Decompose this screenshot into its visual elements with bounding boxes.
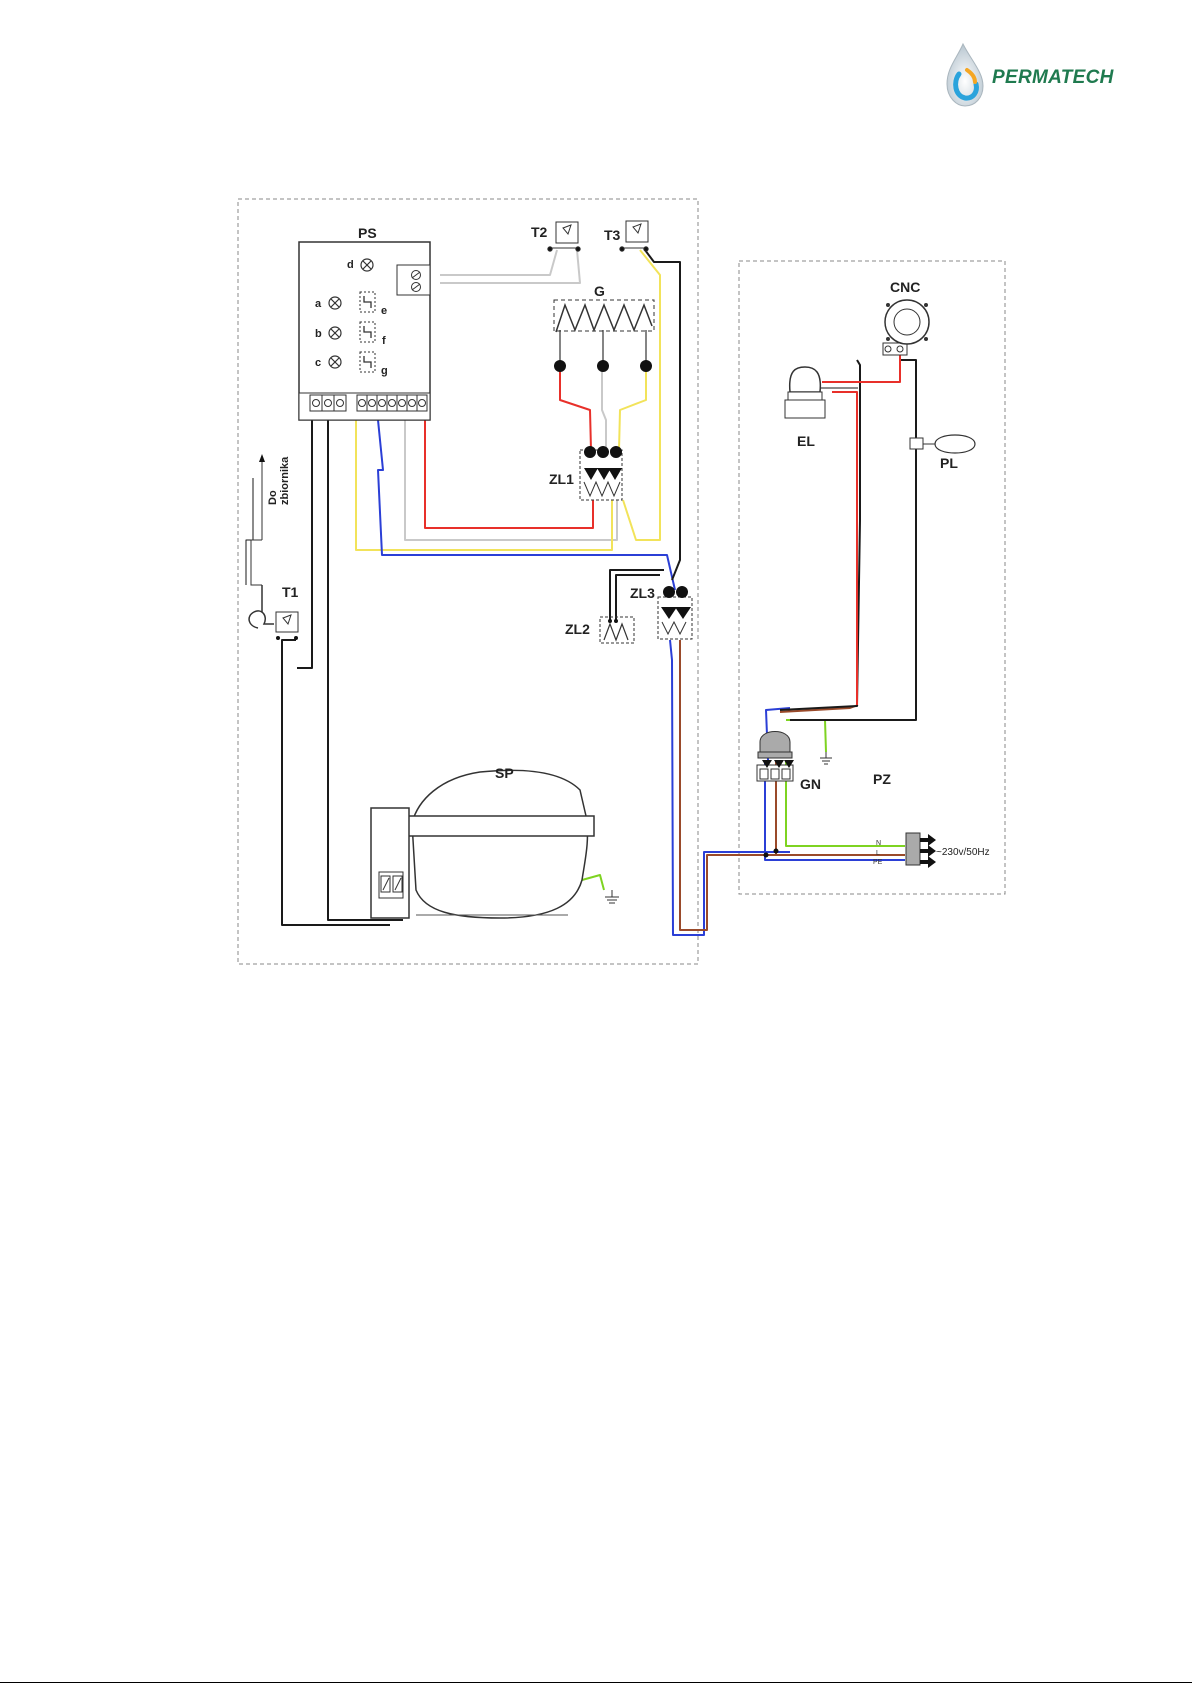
ground-icon xyxy=(820,752,832,764)
label-ps: PS xyxy=(358,225,377,241)
label-ind-d: d xyxy=(347,259,354,271)
label-sw-g: g xyxy=(381,365,388,377)
ground-icon xyxy=(605,890,619,903)
thermostat-t3 xyxy=(620,221,648,251)
label-g: G xyxy=(594,283,605,299)
thermostat-t2 xyxy=(548,222,580,251)
connector-zl3 xyxy=(658,586,692,639)
label-zbiornika: zbiornika xyxy=(279,456,291,505)
connector-zl1 xyxy=(580,446,622,500)
label-sp: SP xyxy=(495,765,514,781)
label-pe: PE xyxy=(873,859,883,866)
socket-gn xyxy=(757,732,832,858)
label-cnc: CNC xyxy=(890,279,920,295)
pressure-switch-pl xyxy=(910,435,975,453)
label-l: L xyxy=(876,850,880,857)
lamp-el xyxy=(785,367,825,418)
heater-g xyxy=(554,300,654,372)
label-zl2: ZL2 xyxy=(565,621,590,637)
label-t2: T2 xyxy=(531,224,548,240)
page-bottom-rule xyxy=(0,1682,1192,1683)
label-ind-a: a xyxy=(315,298,322,310)
connector-zl2 xyxy=(600,617,634,643)
label-mains: ~230v/50Hz xyxy=(936,847,990,858)
label-zl1: ZL1 xyxy=(549,471,574,487)
label-t3: T3 xyxy=(604,227,621,243)
label-pl: PL xyxy=(940,455,958,471)
power-section-boundary xyxy=(739,261,1005,894)
label-sw-e: e xyxy=(381,305,387,317)
label-n: N xyxy=(876,840,881,847)
label-zl3: ZL3 xyxy=(630,585,655,601)
label-t1: T1 xyxy=(282,584,299,600)
label-sw-f: f xyxy=(382,335,386,347)
label-el: EL xyxy=(797,433,815,449)
label-do: Do xyxy=(267,490,279,505)
fan-cnc xyxy=(883,300,929,355)
label-ind-b: b xyxy=(315,328,322,340)
label-gn: GN xyxy=(800,776,821,792)
compressor-sp xyxy=(371,770,619,918)
label-pz: PZ xyxy=(873,771,891,787)
label-ind-c: c xyxy=(315,357,321,369)
mains-plug xyxy=(906,833,936,868)
